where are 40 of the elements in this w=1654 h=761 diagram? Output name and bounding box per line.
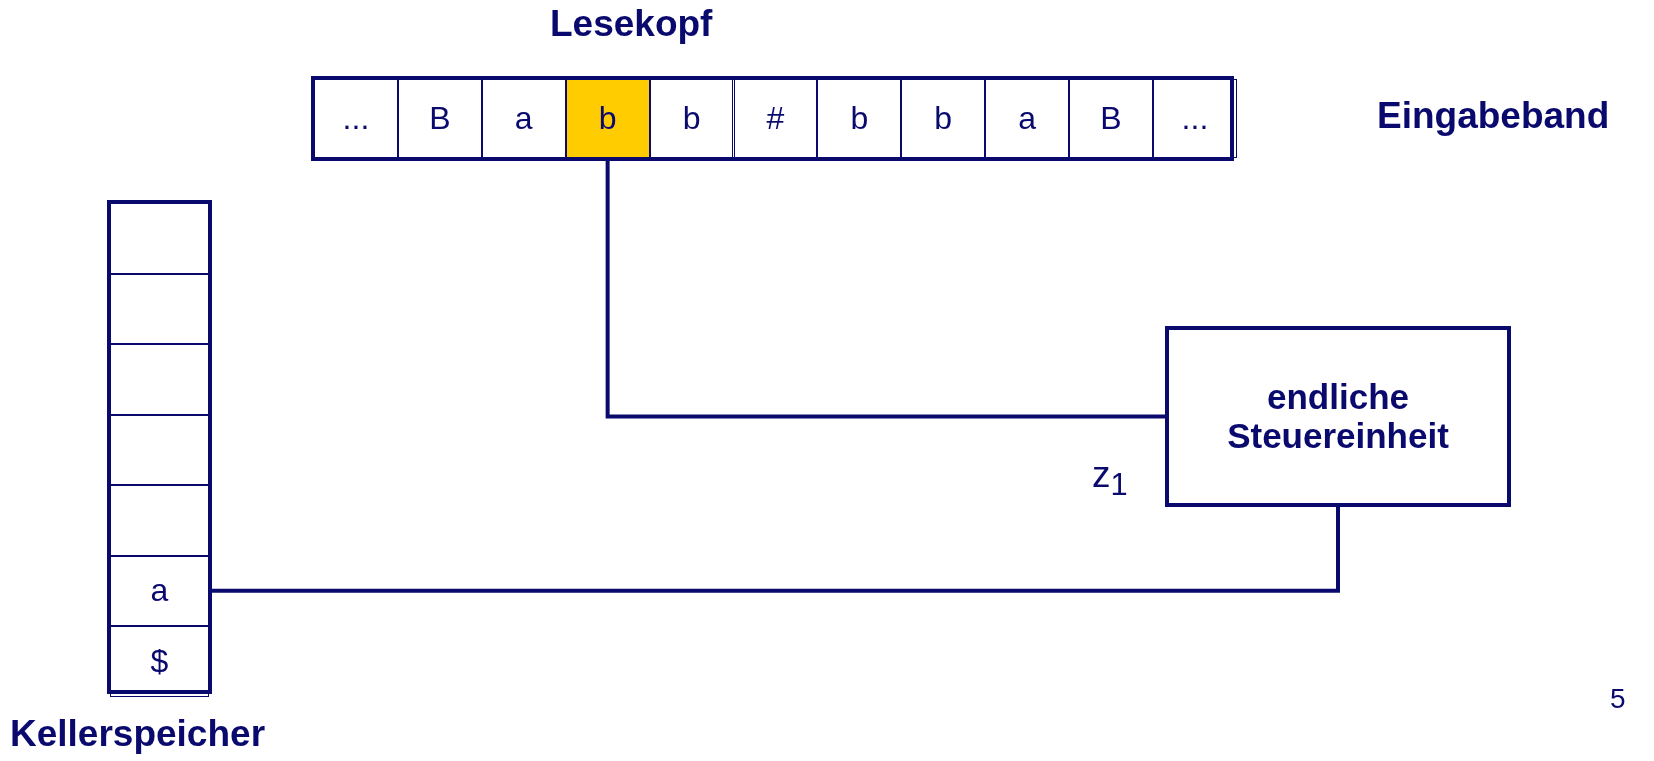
stack-cell	[110, 344, 209, 415]
tape-cell	[901, 79, 986, 158]
cell-symbol: #	[766, 100, 785, 137]
read-head-label: Lesekopf	[550, 3, 713, 45]
cell-symbol: $	[150, 643, 169, 679]
cell-symbol: ...	[1181, 100, 1209, 137]
stack-cell	[110, 626, 209, 697]
state-label: z$_{1}$	[1092, 454, 1128, 504]
stack	[107, 200, 212, 694]
tape-cell	[481, 79, 566, 158]
tape-cell	[1153, 79, 1237, 158]
tape-cell	[817, 79, 902, 158]
cell-symbol: a	[1018, 100, 1037, 137]
stack-label: Kellerspeicher	[10, 713, 266, 755]
cell-symbol: a	[150, 573, 169, 609]
stack-cell	[110, 273, 209, 344]
cell-symbol: b	[598, 100, 617, 137]
tape-cell	[397, 79, 482, 158]
stack-cell	[110, 414, 209, 485]
tape-cell	[565, 79, 650, 158]
input-tape	[311, 76, 1234, 161]
cell-symbol: b	[850, 100, 869, 137]
control-unit-box	[1165, 326, 1511, 507]
connector-line	[209, 507, 1340, 593]
cell-symbol: b	[682, 100, 701, 137]
cell-symbol: a	[514, 100, 533, 137]
tape-cell	[649, 79, 734, 158]
connector-line	[605, 158, 1165, 419]
page-number: 5	[1610, 683, 1626, 715]
stack-cell	[110, 555, 209, 626]
stack-cell	[110, 485, 209, 556]
cell-symbol: B	[429, 100, 451, 137]
unit-label: endliche Steuereinheit	[1226, 378, 1450, 455]
cell-symbol: ...	[342, 100, 370, 137]
tape-cell	[985, 79, 1070, 158]
tape-label: Eingabeband	[1377, 95, 1610, 137]
tape-cell	[733, 79, 818, 158]
cell-symbol: b	[934, 100, 953, 137]
cell-symbol: B	[1100, 100, 1122, 137]
tape-cell	[1069, 79, 1153, 158]
